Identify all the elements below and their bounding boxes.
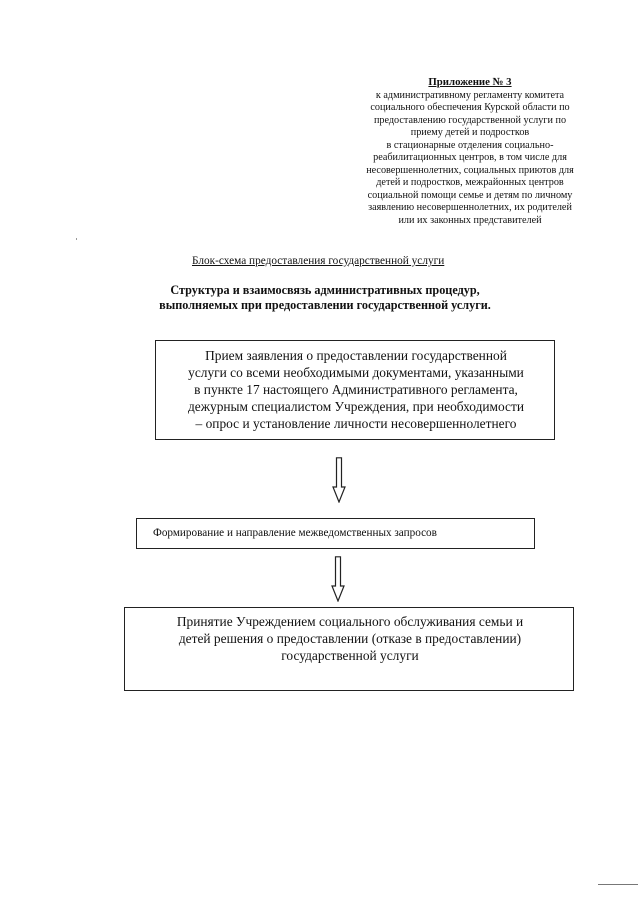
step-box-interagency-requests: Формирование и направление межведомствен…	[136, 518, 535, 549]
appendix-title: Приложение № 3	[428, 76, 512, 88]
appendix-line: социального обеспечения Курской области …	[370, 102, 570, 113]
scan-speck	[76, 238, 77, 240]
appendix-line: к административному регламенту комитета	[375, 89, 565, 101]
appendix-line: или их законных представителей	[398, 214, 542, 226]
step-text-line: в пункте 17 настоящего Административного…	[194, 382, 518, 397]
scheme-title: Блок-схема предоставления государственно…	[192, 255, 445, 267]
appendix-line: реабилитационных центров, в том числе дл…	[373, 152, 567, 163]
scan-edge-line	[598, 884, 638, 885]
appendix-block: Приложение № 3 к административному регла…	[335, 76, 605, 227]
appendix-line: предоставлению государственной услуги по	[373, 114, 567, 126]
step-text-line: Прием заявления о предоставлении государ…	[205, 348, 507, 363]
down-arrow-icon	[331, 556, 345, 602]
appendix-line: социальной помощи семье и детям по лично…	[367, 189, 573, 201]
step-text: Прием заявления о предоставлении государ…	[164, 347, 548, 432]
structure-heading-line: Структура и взаимосвязь административных…	[170, 283, 480, 297]
appendix-line: приему детей и подростков	[410, 127, 530, 138]
step-text: Формирование и направление межведомствен…	[153, 527, 437, 539]
step-text-line: государственной услуги	[281, 648, 419, 663]
step-box-decision: Принятие Учреждением социального обслужи…	[124, 607, 574, 691]
appendix-line: заявлению несовершеннолетних, их родител…	[368, 202, 572, 213]
step-text-line: – опрос и установление личности несоверш…	[195, 416, 517, 431]
step-box-application-intake: Прием заявления о предоставлении государ…	[155, 340, 555, 440]
structure-heading-line: выполняемых при предоставлении государст…	[159, 298, 491, 312]
step-text: Принятие Учреждением социального обслужи…	[133, 613, 567, 664]
down-arrow-icon	[332, 457, 346, 503]
step-text-line: услуги со всеми необходимыми документами…	[188, 365, 524, 380]
step-text-line: Принятие Учреждением социального обслужи…	[176, 614, 524, 629]
appendix-line: детей и подростков, межрайонных центров	[376, 177, 564, 188]
appendix-line: в стационарные отделения социально-	[386, 139, 554, 151]
appendix-line: несовершеннолетних, социальных приютов д…	[366, 164, 574, 176]
step-text-line: детей решения о предоставлении (отказе в…	[178, 631, 522, 646]
structure-heading: Структура и взаимосвязь административных…	[130, 283, 520, 313]
step-text-line: дежурным специалистом Учреждения, при не…	[187, 399, 525, 414]
